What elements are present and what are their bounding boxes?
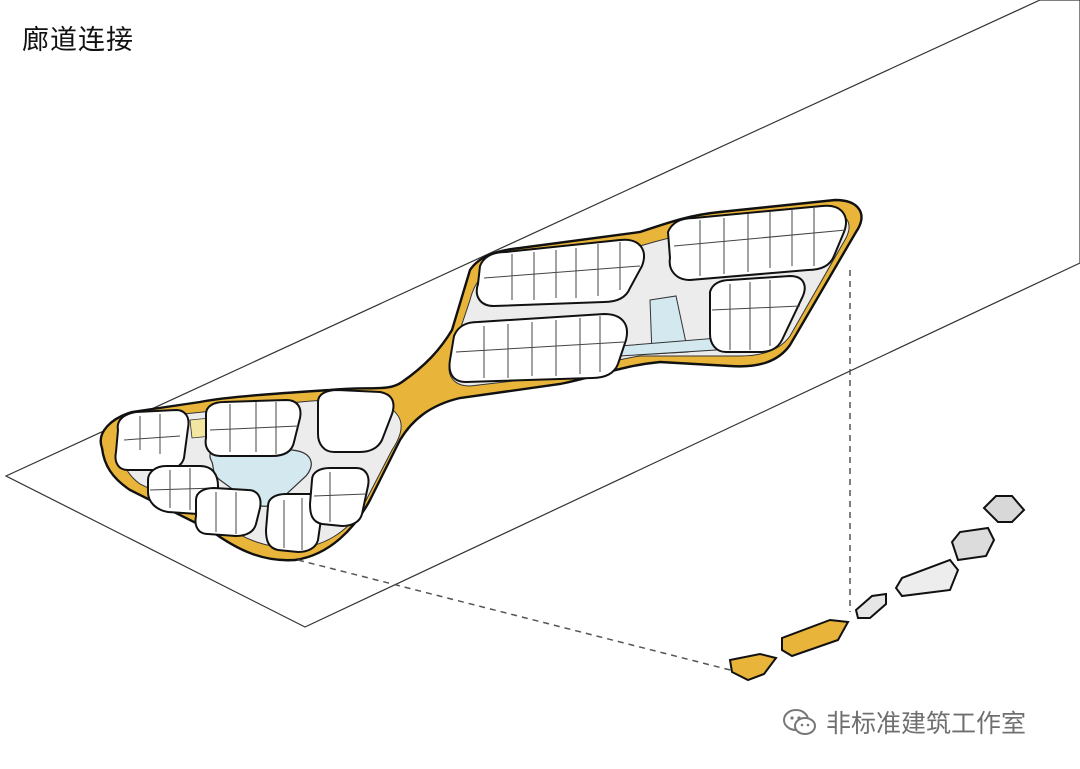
watermark-text: 非标准建筑工作室 bbox=[826, 709, 1027, 738]
building-block bbox=[709, 274, 806, 353]
building-block bbox=[448, 312, 628, 384]
building-block bbox=[194, 486, 262, 538]
legend-corridor-piece bbox=[728, 652, 778, 682]
legend-corridor-piece bbox=[781, 618, 850, 658]
building-block bbox=[204, 398, 302, 457]
page-title: 廊道连接 bbox=[22, 25, 134, 56]
building-block bbox=[114, 408, 190, 471]
legend-building-piece bbox=[894, 558, 960, 598]
building-block bbox=[666, 204, 847, 282]
legend-building-piece bbox=[982, 495, 1026, 523]
projection-line bbox=[297, 559, 739, 673]
building-block bbox=[308, 467, 370, 528]
building-block bbox=[317, 388, 395, 453]
wechat-icon bbox=[783, 709, 816, 735]
legend-building-piece bbox=[950, 526, 996, 562]
building-block bbox=[475, 238, 645, 308]
legend-building-piece bbox=[854, 592, 887, 619]
site-plane bbox=[4, 0, 1080, 628]
building-block bbox=[264, 493, 324, 554]
watermark: 非标准建筑工作室 bbox=[782, 704, 1026, 740]
